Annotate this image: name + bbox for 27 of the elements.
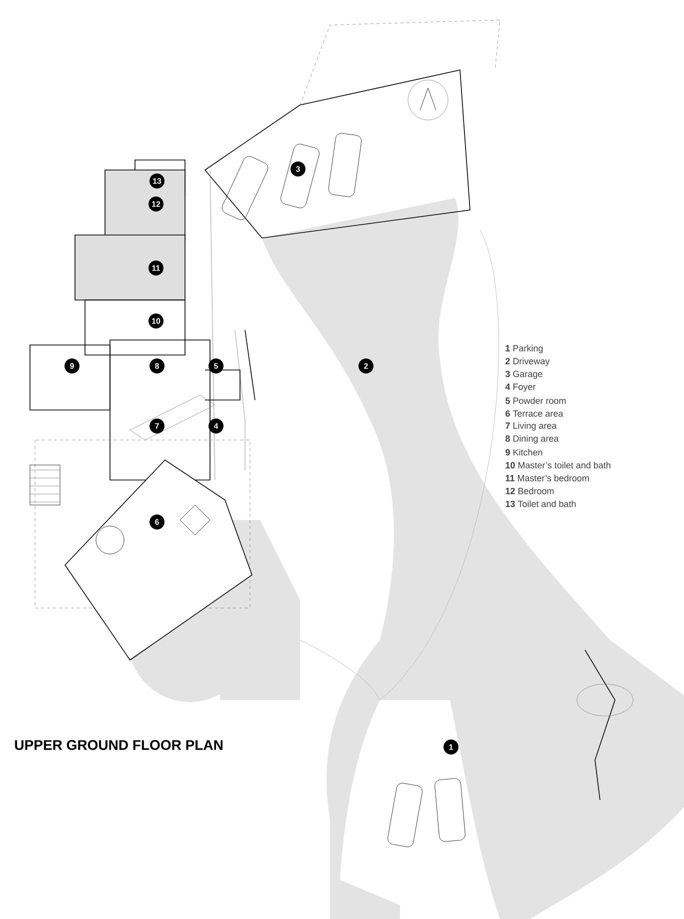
callout-number: 2 [358,358,374,374]
plan-title: UPPER GROUND FLOOR PLAN [15,740,222,750]
key-entry: 11 Master’s bedroom [506,474,589,482]
callout-number: 1 [444,740,458,754]
callout-number: 6 [150,514,164,530]
callout-number: 11 [148,260,164,276]
key-entry: 2 Driveway [506,358,550,366]
key-entry: 4 Foyer [505,384,536,392]
key-entry: 1 Parking [506,344,543,354]
key-entry: 5 Powder room [505,397,566,404]
callout-number: 13 [150,174,164,188]
key-entry: 3 Garage [505,370,542,379]
callout-number: 9 [64,358,80,374]
key-entry: 7 Living area [506,422,557,431]
callout-number: 7 [150,418,164,434]
key-entry: 13 Toilet and bath [506,500,576,508]
key-entry: 9 Kitchen [506,448,542,456]
callout-number: 4 [208,418,224,434]
key-entry: 6 Terrace area [506,410,564,417]
callout-number: 8 [150,358,164,374]
key-entry: 8 Dining area [505,435,559,444]
key-entry: 12 Bedroom [506,488,554,494]
callout-number: 12 [148,196,164,212]
key-entry: 10 Master’s toilet and bath [506,462,610,468]
callout-number: 10 [148,314,164,328]
callout-number: 3 [290,162,306,176]
callout-number: 5 [208,358,224,374]
